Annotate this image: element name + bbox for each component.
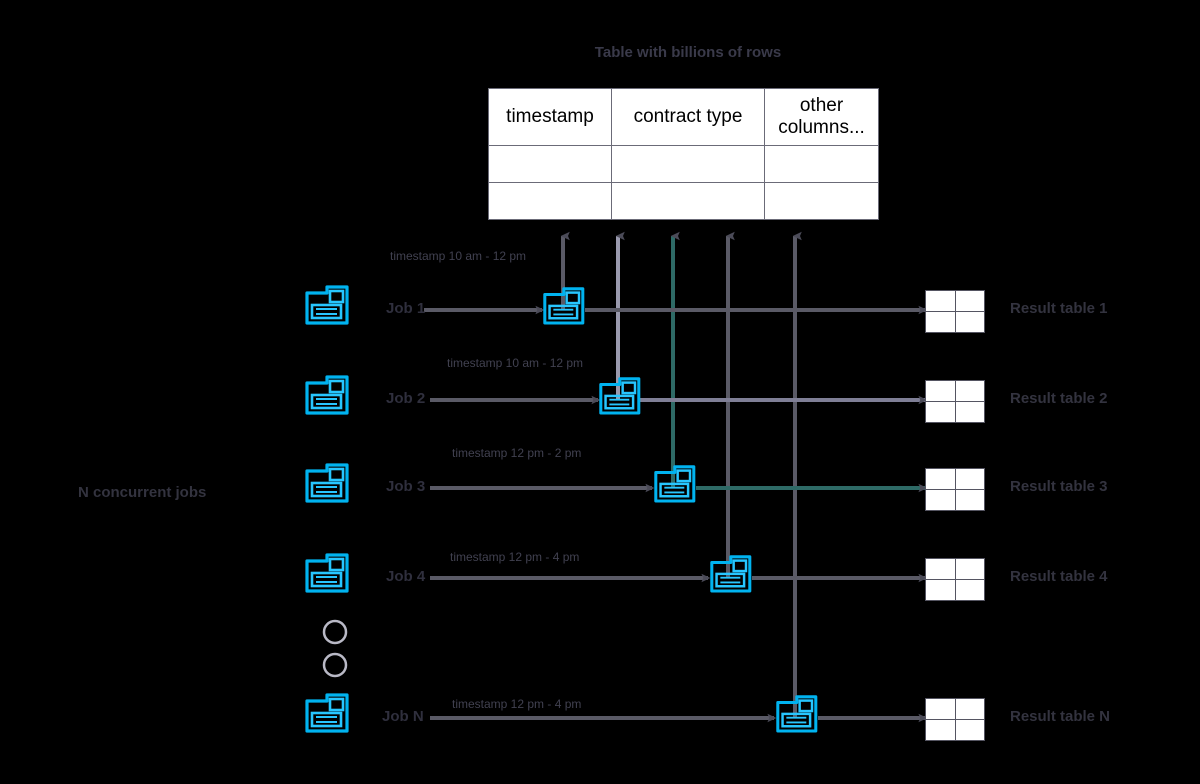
result-grid-row — [925, 290, 985, 312]
result-grid-cell — [925, 380, 956, 402]
source-table-cell — [764, 182, 879, 220]
source-table-empty-row — [488, 182, 879, 220]
source-table-header-row: timestamp contract type other columns... — [488, 88, 879, 146]
result-label-3: Result table 3 — [1010, 478, 1108, 495]
source-table-header-other-columns: other columns... — [764, 88, 879, 146]
result-grid-cell — [925, 698, 956, 720]
result-grid-cell — [925, 290, 956, 312]
result-label-1: Result table 1 — [1010, 300, 1108, 317]
vertical-connectors — [560, 231, 802, 718]
source-table-cell — [488, 145, 612, 183]
result-grid-row — [925, 380, 985, 402]
result-grid-cell — [925, 719, 956, 741]
source-table-header-contract-type: contract type — [611, 88, 765, 146]
result-grid-cell — [954, 489, 985, 511]
result-grid-cell — [925, 311, 956, 333]
result-grid-icon-1 — [925, 290, 985, 333]
result-grid-row — [925, 579, 985, 601]
timestamp-label-n: timestamp 12 pm - 4 pm — [452, 697, 582, 711]
source-icon-job-1[interactable] — [305, 285, 349, 325]
timestamp-label-1: timestamp 10 am - 12 pm — [390, 249, 527, 263]
source-icon-job-4[interactable] — [305, 553, 349, 593]
result-grid-cell — [954, 579, 985, 601]
result-label-4: Result table 4 — [1010, 568, 1108, 585]
db-icon-job-3[interactable] — [654, 465, 696, 503]
result-grid-row — [925, 698, 985, 720]
db-icon-job-1[interactable] — [543, 287, 585, 325]
result-grid-cell — [925, 401, 956, 423]
source-table-cell — [611, 145, 765, 183]
result-grid-cell — [925, 558, 956, 580]
result-grid-cell — [954, 380, 985, 402]
side-label-concurrent-jobs: N concurrent jobs — [78, 484, 207, 501]
result-grid-icon-4 — [925, 558, 985, 601]
result-grid-cell — [954, 719, 985, 741]
result-grid-icon-n — [925, 698, 985, 741]
timestamp-label-3: timestamp 12 pm - 2 pm — [452, 446, 582, 460]
result-grid-cell — [954, 311, 985, 333]
source-table-header-timestamp: timestamp — [488, 88, 612, 146]
result-grid-cell — [954, 468, 985, 490]
job-label-n: Job N — [382, 708, 424, 725]
source-icon-job-2[interactable] — [305, 375, 349, 415]
timestamp-label-2: timestamp 10 am - 12 pm — [447, 356, 584, 370]
result-grid-row — [925, 311, 985, 333]
timestamp-label-4: timestamp 12 pm - 4 pm — [450, 550, 580, 564]
source-table-empty-row — [488, 145, 879, 183]
result-grid-row — [925, 489, 985, 511]
result-grid-cell — [925, 468, 956, 490]
db-icon-job-2[interactable] — [599, 377, 641, 415]
diagram-title: Table with billions of rows — [594, 44, 782, 61]
result-label-2: Result table 2 — [1010, 390, 1108, 407]
vertical-ellipsis-icon — [322, 619, 348, 678]
job-label-4: Job 4 — [386, 568, 426, 585]
db-icon-job-4[interactable] — [710, 555, 752, 593]
db-icon-job-n[interactable] — [776, 695, 818, 733]
result-grid-row — [925, 719, 985, 741]
source-table-cell — [764, 145, 879, 183]
result-grid-row — [925, 468, 985, 490]
db-to-result-connectors — [585, 305, 928, 723]
result-grid-cell — [925, 579, 956, 601]
result-grid-cell — [954, 698, 985, 720]
result-grid-row — [925, 401, 985, 423]
source-table-cell — [611, 182, 765, 220]
source-table-cell — [488, 182, 612, 220]
job-label-3: Job 3 — [386, 478, 426, 495]
job-label-2: Job 2 — [386, 390, 426, 407]
result-grid-cell — [954, 558, 985, 580]
result-grid-cell — [954, 401, 985, 423]
job-to-db-connectors — [424, 305, 777, 723]
result-label-n: Result table N — [1010, 708, 1111, 725]
source-table: timestamp contract type other columns... — [488, 88, 879, 220]
result-grid-icon-2 — [925, 380, 985, 423]
job-label-1: Job 1 — [386, 300, 426, 317]
result-grid-cell — [925, 489, 956, 511]
source-icon-job-3[interactable] — [305, 463, 349, 503]
result-grid-icon-3 — [925, 468, 985, 511]
source-icon-job-n[interactable] — [305, 693, 349, 733]
result-grid-row — [925, 558, 985, 580]
result-grid-cell — [954, 290, 985, 312]
